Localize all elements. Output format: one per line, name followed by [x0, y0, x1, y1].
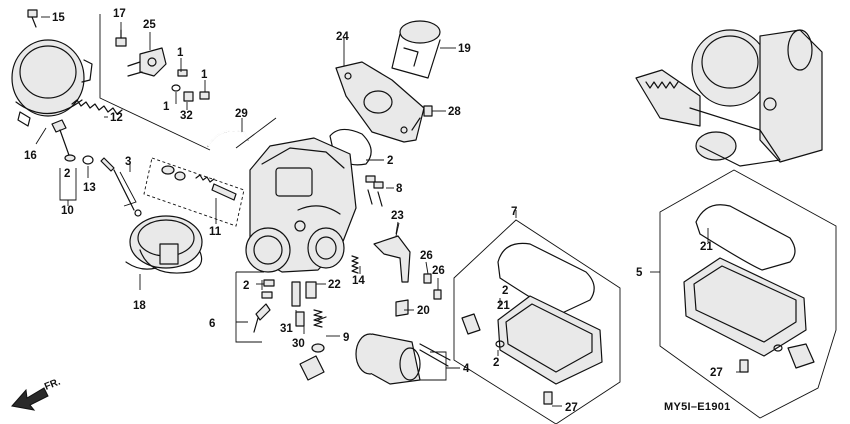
part-10-jet-needle-set [51, 119, 142, 217]
label-24: 24 [336, 31, 349, 43]
label-7: 7 [511, 206, 517, 218]
leader-lines [35, 22, 744, 407]
label-2-c: 2 [243, 280, 249, 292]
part-4-insulator-joint [355, 333, 451, 385]
part-7-float-chamber [453, 219, 621, 424]
label-13: 13 [83, 182, 96, 194]
label-26-a: 26 [420, 250, 433, 262]
label-3: 3 [125, 156, 131, 168]
label-20: 20 [417, 305, 430, 317]
label-2-a: 2 [387, 155, 393, 167]
label-26-b: 26 [432, 265, 445, 277]
part-20-valve [395, 299, 409, 317]
label-18: 18 [133, 300, 146, 312]
part-14-spring [351, 255, 359, 274]
label-22: 22 [328, 279, 341, 291]
label-29: 29 [235, 108, 248, 120]
part-18-vacuum-piston [125, 215, 203, 274]
part-carburetor-body [245, 137, 357, 273]
label-4: 4 [463, 363, 470, 375]
label-30: 30 [292, 338, 305, 350]
part-12-spring [71, 99, 123, 118]
label-25: 25 [143, 19, 156, 31]
part-17-screw [115, 29, 127, 47]
part-31-jet [291, 281, 301, 307]
label-21-a: 21 [700, 241, 713, 253]
label-27-a: 27 [710, 367, 723, 379]
part-9-pilot-screw [299, 309, 327, 381]
part-29-tube [207, 129, 249, 147]
part-5-float-chamber [659, 169, 837, 419]
label-15: 15 [52, 12, 65, 24]
part-15-screw [27, 9, 50, 28]
part-24-insulator [335, 61, 425, 143]
label-16: 16 [24, 150, 37, 162]
label-1-b: 1 [201, 69, 208, 81]
part-19-funnel [391, 20, 441, 79]
part-25-linkage [127, 47, 167, 77]
label-1-c: 1 [163, 101, 170, 113]
diagram-code: MY5I–E1901 [664, 401, 731, 413]
label-2-b: 2 [64, 168, 70, 180]
part-carburetor-assembly [635, 29, 823, 167]
label-8: 8 [396, 183, 403, 195]
label-6: 6 [209, 318, 215, 330]
label-9: 9 [343, 332, 349, 344]
label-11: 11 [209, 226, 222, 238]
label-32: 32 [180, 110, 193, 122]
fr-direction-arrow [11, 387, 49, 411]
label-2-e: 2 [493, 357, 499, 369]
part-1-32-small-parts [171, 69, 210, 102]
label-12: 12 [110, 112, 123, 124]
label-17: 17 [113, 8, 126, 20]
label-21-b: 21 [497, 300, 510, 312]
part-26-screws [423, 273, 442, 300]
part-22-jet [305, 281, 317, 299]
label-5: 5 [636, 267, 643, 279]
label-31: 31 [280, 323, 293, 335]
part-6-jets [253, 279, 275, 333]
part-23-bracket [373, 222, 411, 283]
label-14: 14 [352, 275, 365, 287]
label-19: 19 [458, 43, 471, 55]
part-30-jet [295, 311, 305, 327]
label-1-a: 1 [177, 47, 184, 59]
label-2-d: 2 [502, 285, 508, 297]
label-27-b: 27 [565, 402, 578, 414]
direction-label: FR. [43, 376, 62, 392]
part-8-screws [365, 175, 384, 207]
label-23: 23 [391, 210, 404, 222]
label-28: 28 [448, 106, 461, 118]
part-16-top-cover [11, 39, 93, 127]
part-11-slow-jet-set [143, 157, 245, 227]
label-10: 10 [61, 205, 74, 217]
